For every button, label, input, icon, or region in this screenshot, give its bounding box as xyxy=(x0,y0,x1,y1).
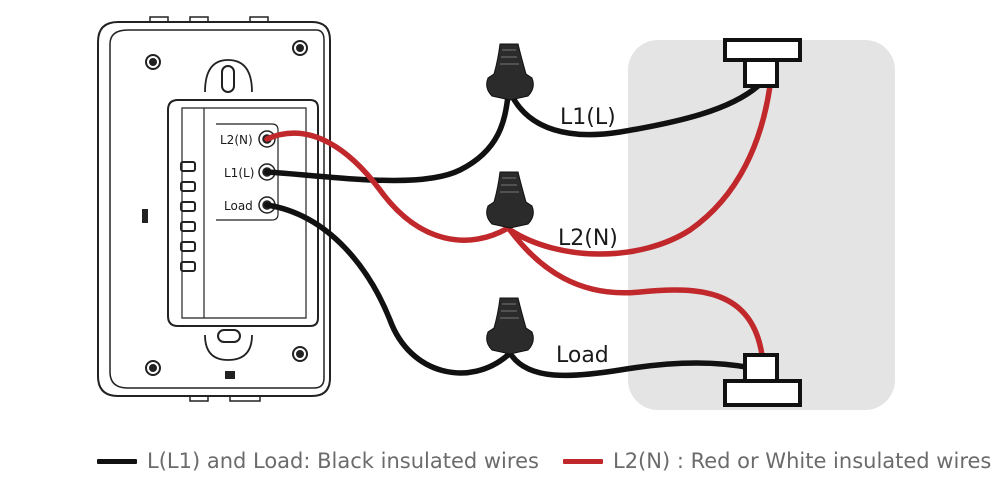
wire-load-line xyxy=(509,353,755,379)
legend-black-text: L(L1) and Load: Black insulated wires xyxy=(147,449,539,473)
terminal-label-load: Load xyxy=(224,199,253,213)
fixture-terminal-bottom xyxy=(723,353,802,407)
wire-label-l1: L1(L) xyxy=(560,105,616,130)
wire-nut-top xyxy=(486,43,534,101)
wire-nut-bottom xyxy=(486,297,534,355)
legend-black-swatch xyxy=(97,458,137,464)
fixture-terminal-top xyxy=(723,38,802,88)
wire-label-load: Load xyxy=(556,343,609,368)
load-panel xyxy=(628,40,895,410)
wire-l1-switch xyxy=(264,93,511,184)
legend-black: L(L1) and Load: Black insulated wires xyxy=(97,446,539,476)
wire-l2-switch xyxy=(264,130,511,243)
wire-l1-line xyxy=(509,83,761,138)
wire-label-l2: L2(N) xyxy=(558,226,618,251)
smart-switch xyxy=(97,16,331,402)
wire-nut-middle xyxy=(486,171,534,229)
legend-red: L2(N) : Red or White insulated wires xyxy=(563,446,991,476)
terminal-label-l2n: L2(N) xyxy=(220,133,253,147)
wire-l2-line xyxy=(507,83,773,257)
wire-l2-load xyxy=(507,227,765,358)
legend-red-swatch xyxy=(563,458,603,464)
wire-load-switch xyxy=(264,202,511,376)
legend-red-text: L2(N) : Red or White insulated wires xyxy=(613,449,992,473)
terminal-label-l1l: L1(L) xyxy=(224,166,254,180)
